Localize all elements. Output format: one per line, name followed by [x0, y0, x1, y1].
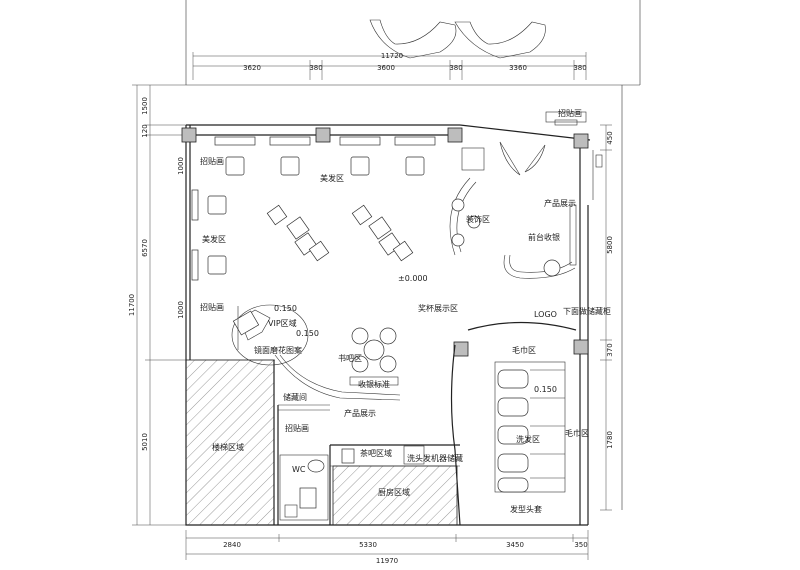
dim-bottom-2: 5330	[359, 541, 377, 549]
dim-left-1000b: 1000	[177, 301, 185, 319]
dim-left-upper: 1500	[141, 97, 149, 115]
wash-stations	[494, 361, 566, 493]
label-salon-top: 美发区	[320, 173, 344, 183]
dim-right-450: 450	[606, 131, 614, 144]
label-stair: 楼梯区域	[212, 442, 244, 452]
label-trophy: 奖杯展示区	[418, 303, 458, 313]
room-labels: 招贴画 美发区 美发区 装饰区 产品展示 前台收银 ±0.000 招贴画 0.1…	[200, 108, 611, 514]
dim-top-1: 3620	[243, 64, 261, 72]
dim-right-370: 370	[606, 343, 614, 356]
label-cashier: 收银标准	[358, 379, 390, 389]
dim-bottom-1: 2840	[223, 541, 241, 549]
label-book-bar: 书吧区	[338, 353, 362, 363]
center-chairs	[266, 204, 414, 262]
dim-bottom-4: 350	[574, 541, 587, 549]
dim-left-small: 120	[141, 124, 149, 137]
book-bar-table	[349, 327, 399, 386]
top-dimensions: 11720 3620 380 3600 380 3360 380	[192, 52, 587, 80]
label-poster-mid: 招贴画	[200, 302, 224, 312]
right-dimensions: 450 5800 370 1780	[600, 85, 623, 511]
label-storage-room: 储藏间	[283, 392, 307, 402]
label-poster-top: 招贴画	[200, 156, 224, 166]
dim-left-overall: 11700	[128, 294, 136, 316]
top-context	[185, 0, 641, 86]
label-storage-below: 下面做储藏柜	[563, 306, 611, 316]
dim-top-overall: 11720	[381, 52, 403, 60]
label-product-2: 产品展示	[344, 408, 376, 418]
reception-counter	[503, 204, 577, 279]
label-floor-level: ±0.000	[398, 274, 428, 283]
vip-area	[231, 304, 309, 366]
label-towel-2: 毛巾区	[565, 428, 589, 438]
left-dimensions: 11700 1500 120 6570 5010 1000 1000	[128, 84, 187, 526]
label-tea-bar: 茶吧区域	[360, 448, 392, 458]
label-product-display: 产品展示	[544, 198, 576, 208]
styling-stations-left	[191, 189, 227, 281]
label-logo: LOGO	[534, 310, 557, 319]
label-poster-door: 招贴画	[558, 108, 582, 118]
interior-partitions	[195, 321, 577, 526]
kitchen-area	[332, 465, 458, 526]
label-decor: 装饰区	[466, 214, 490, 224]
label-wig: 发型头套	[510, 504, 542, 514]
car-outline-right	[454, 21, 546, 59]
decor-area	[449, 147, 485, 256]
styling-stations-top	[214, 136, 436, 176]
dim-left-1000a: 1000	[177, 157, 185, 175]
bottom-dimensions: 2840 5330 3450 350 11970	[185, 530, 589, 565]
dim-left-lower: 5010	[141, 433, 149, 451]
label-towel-1: 毛巾区	[512, 345, 536, 355]
dim-top-4: 380	[449, 64, 462, 72]
dim-top-5: 3360	[509, 64, 527, 72]
dim-top-3: 3600	[377, 64, 395, 72]
label-kitchen: 厨房区域	[378, 487, 410, 497]
entrance-doors	[499, 141, 603, 200]
dim-right-5800: 5800	[606, 236, 614, 254]
label-vip: VIP区域	[268, 318, 297, 328]
label-level-wash: 0.150	[534, 385, 557, 394]
label-mirror: 镜面磨花图案	[254, 345, 302, 355]
label-salon-left: 美发区	[202, 234, 226, 244]
label-reception: 前台收银	[528, 232, 560, 242]
stair-area	[185, 359, 275, 526]
label-level-vip2: 0.150	[296, 329, 319, 338]
dim-left-mid: 6570	[141, 239, 149, 257]
dim-bottom-3: 3450	[506, 541, 524, 549]
dim-bottom-overall: 11970	[376, 557, 398, 565]
dim-top-6: 380	[573, 64, 586, 72]
dim-right-1780: 1780	[606, 431, 614, 449]
wc-fixtures	[279, 445, 425, 521]
label-wc: WC	[292, 465, 306, 474]
dim-top-2: 380	[309, 64, 322, 72]
label-wash: 洗发区	[516, 434, 540, 444]
label-poster-low: 招贴画	[285, 423, 309, 433]
label-washer-storage: 洗头发机器储藏	[407, 453, 463, 463]
columns	[181, 127, 589, 357]
label-level-vip: 0.150	[274, 304, 297, 313]
car-outline-left	[369, 19, 457, 59]
